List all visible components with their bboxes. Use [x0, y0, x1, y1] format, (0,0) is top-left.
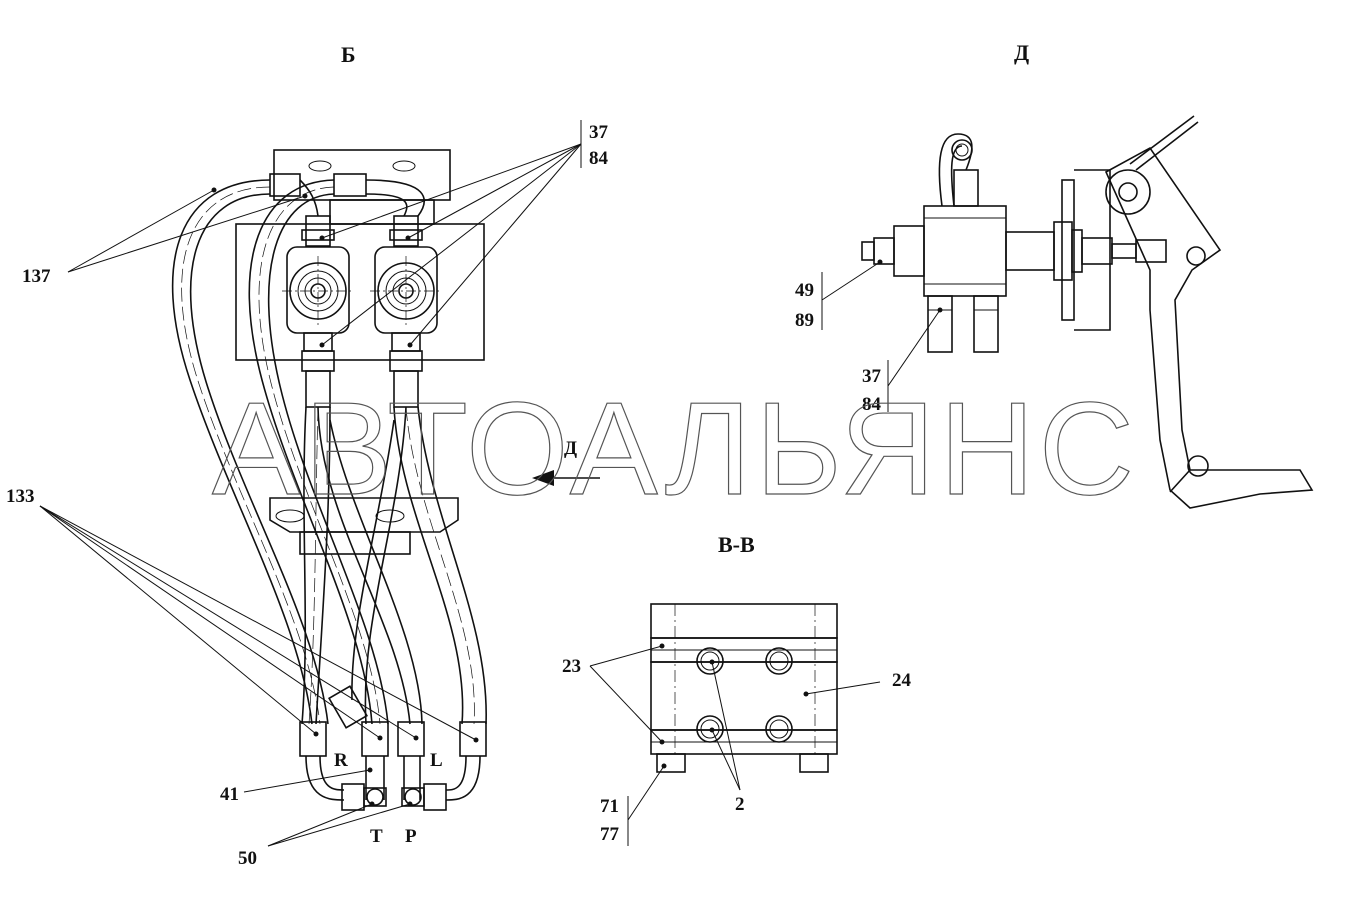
callout-77: 77 — [600, 824, 620, 845]
section-vv-title: В-В — [718, 532, 755, 557]
valve-left — [282, 215, 354, 408]
callout-41: 41 — [220, 784, 239, 805]
callout-71: 71 — [600, 796, 619, 817]
callout-37-right: 37 — [862, 366, 882, 387]
view-d-title: Д — [1014, 40, 1029, 65]
callout-23: 23 — [562, 656, 581, 677]
view-d-assembly — [861, 115, 1314, 509]
callout-89: 89 — [795, 310, 814, 331]
view-d-leaders — [821, 259, 943, 412]
view-b-leaders — [39, 120, 582, 847]
watermark-text: АВТОАЛЬЯНС — [212, 375, 1138, 522]
port-t-label: T — [370, 826, 383, 847]
callout-84-top: 84 — [589, 148, 609, 169]
view-d-direction-label: Д — [564, 438, 577, 459]
callout-137: 137 — [22, 266, 51, 287]
section-vv — [650, 603, 838, 773]
view-b-assembly — [171, 149, 600, 811]
port-r-label: R — [334, 750, 348, 771]
view-b-title: Б — [341, 42, 356, 67]
callout-84-right: 84 — [862, 394, 882, 415]
callout-37-top: 37 — [589, 122, 609, 143]
callout-133: 133 — [6, 486, 35, 507]
callout-50: 50 — [238, 848, 257, 869]
section-vv-leaders — [589, 643, 881, 846]
port-l-label: L — [430, 750, 443, 771]
callout-2: 2 — [735, 794, 745, 815]
port-p-label: P — [405, 826, 417, 847]
valve-right — [370, 215, 442, 408]
callout-24: 24 — [892, 670, 912, 691]
callout-49: 49 — [795, 280, 814, 301]
